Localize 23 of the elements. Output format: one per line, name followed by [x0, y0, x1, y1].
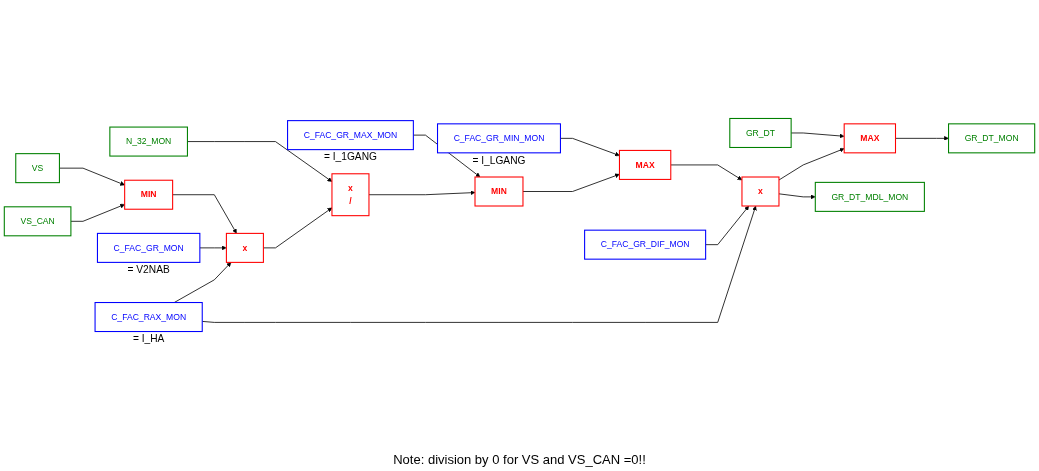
node-box: VS: [15, 153, 60, 184]
node-caption: = I_LGANG: [472, 154, 526, 166]
node-box: GR_DT_MDL_MON: [814, 181, 925, 212]
node-box: C_FAC_RAX_MON: [94, 302, 203, 333]
node-box: C_FAC_GR_MIN_MON: [437, 123, 561, 154]
node-caption: = I_HA: [132, 333, 165, 345]
node-box: GR_DT: [729, 117, 792, 148]
node-box: MIN: [124, 179, 174, 210]
node-box: C_FAC_GR_MAX_MON: [287, 120, 414, 151]
node-caption: = V2NAB: [127, 264, 170, 276]
node-box: MIN: [474, 176, 524, 207]
node-box: MAX: [843, 123, 897, 154]
node-box: x: [225, 232, 264, 263]
node-box: VS_CAN: [3, 206, 72, 237]
node-box: N_32_MON: [109, 126, 188, 157]
node-box: MAX: [618, 149, 672, 180]
node-box: C_FAC_GR_DIF_MON: [584, 229, 707, 260]
note: Note: division by 0 for VS and VS_CAN =0!!: [393, 452, 646, 467]
node-box: x /: [331, 173, 370, 217]
node-box: GR_DT_MON: [948, 123, 1036, 154]
node-caption: = I_1GANG: [324, 151, 377, 163]
node-box: x: [741, 176, 780, 207]
node-box: C_FAC_GR_MON: [96, 232, 201, 263]
